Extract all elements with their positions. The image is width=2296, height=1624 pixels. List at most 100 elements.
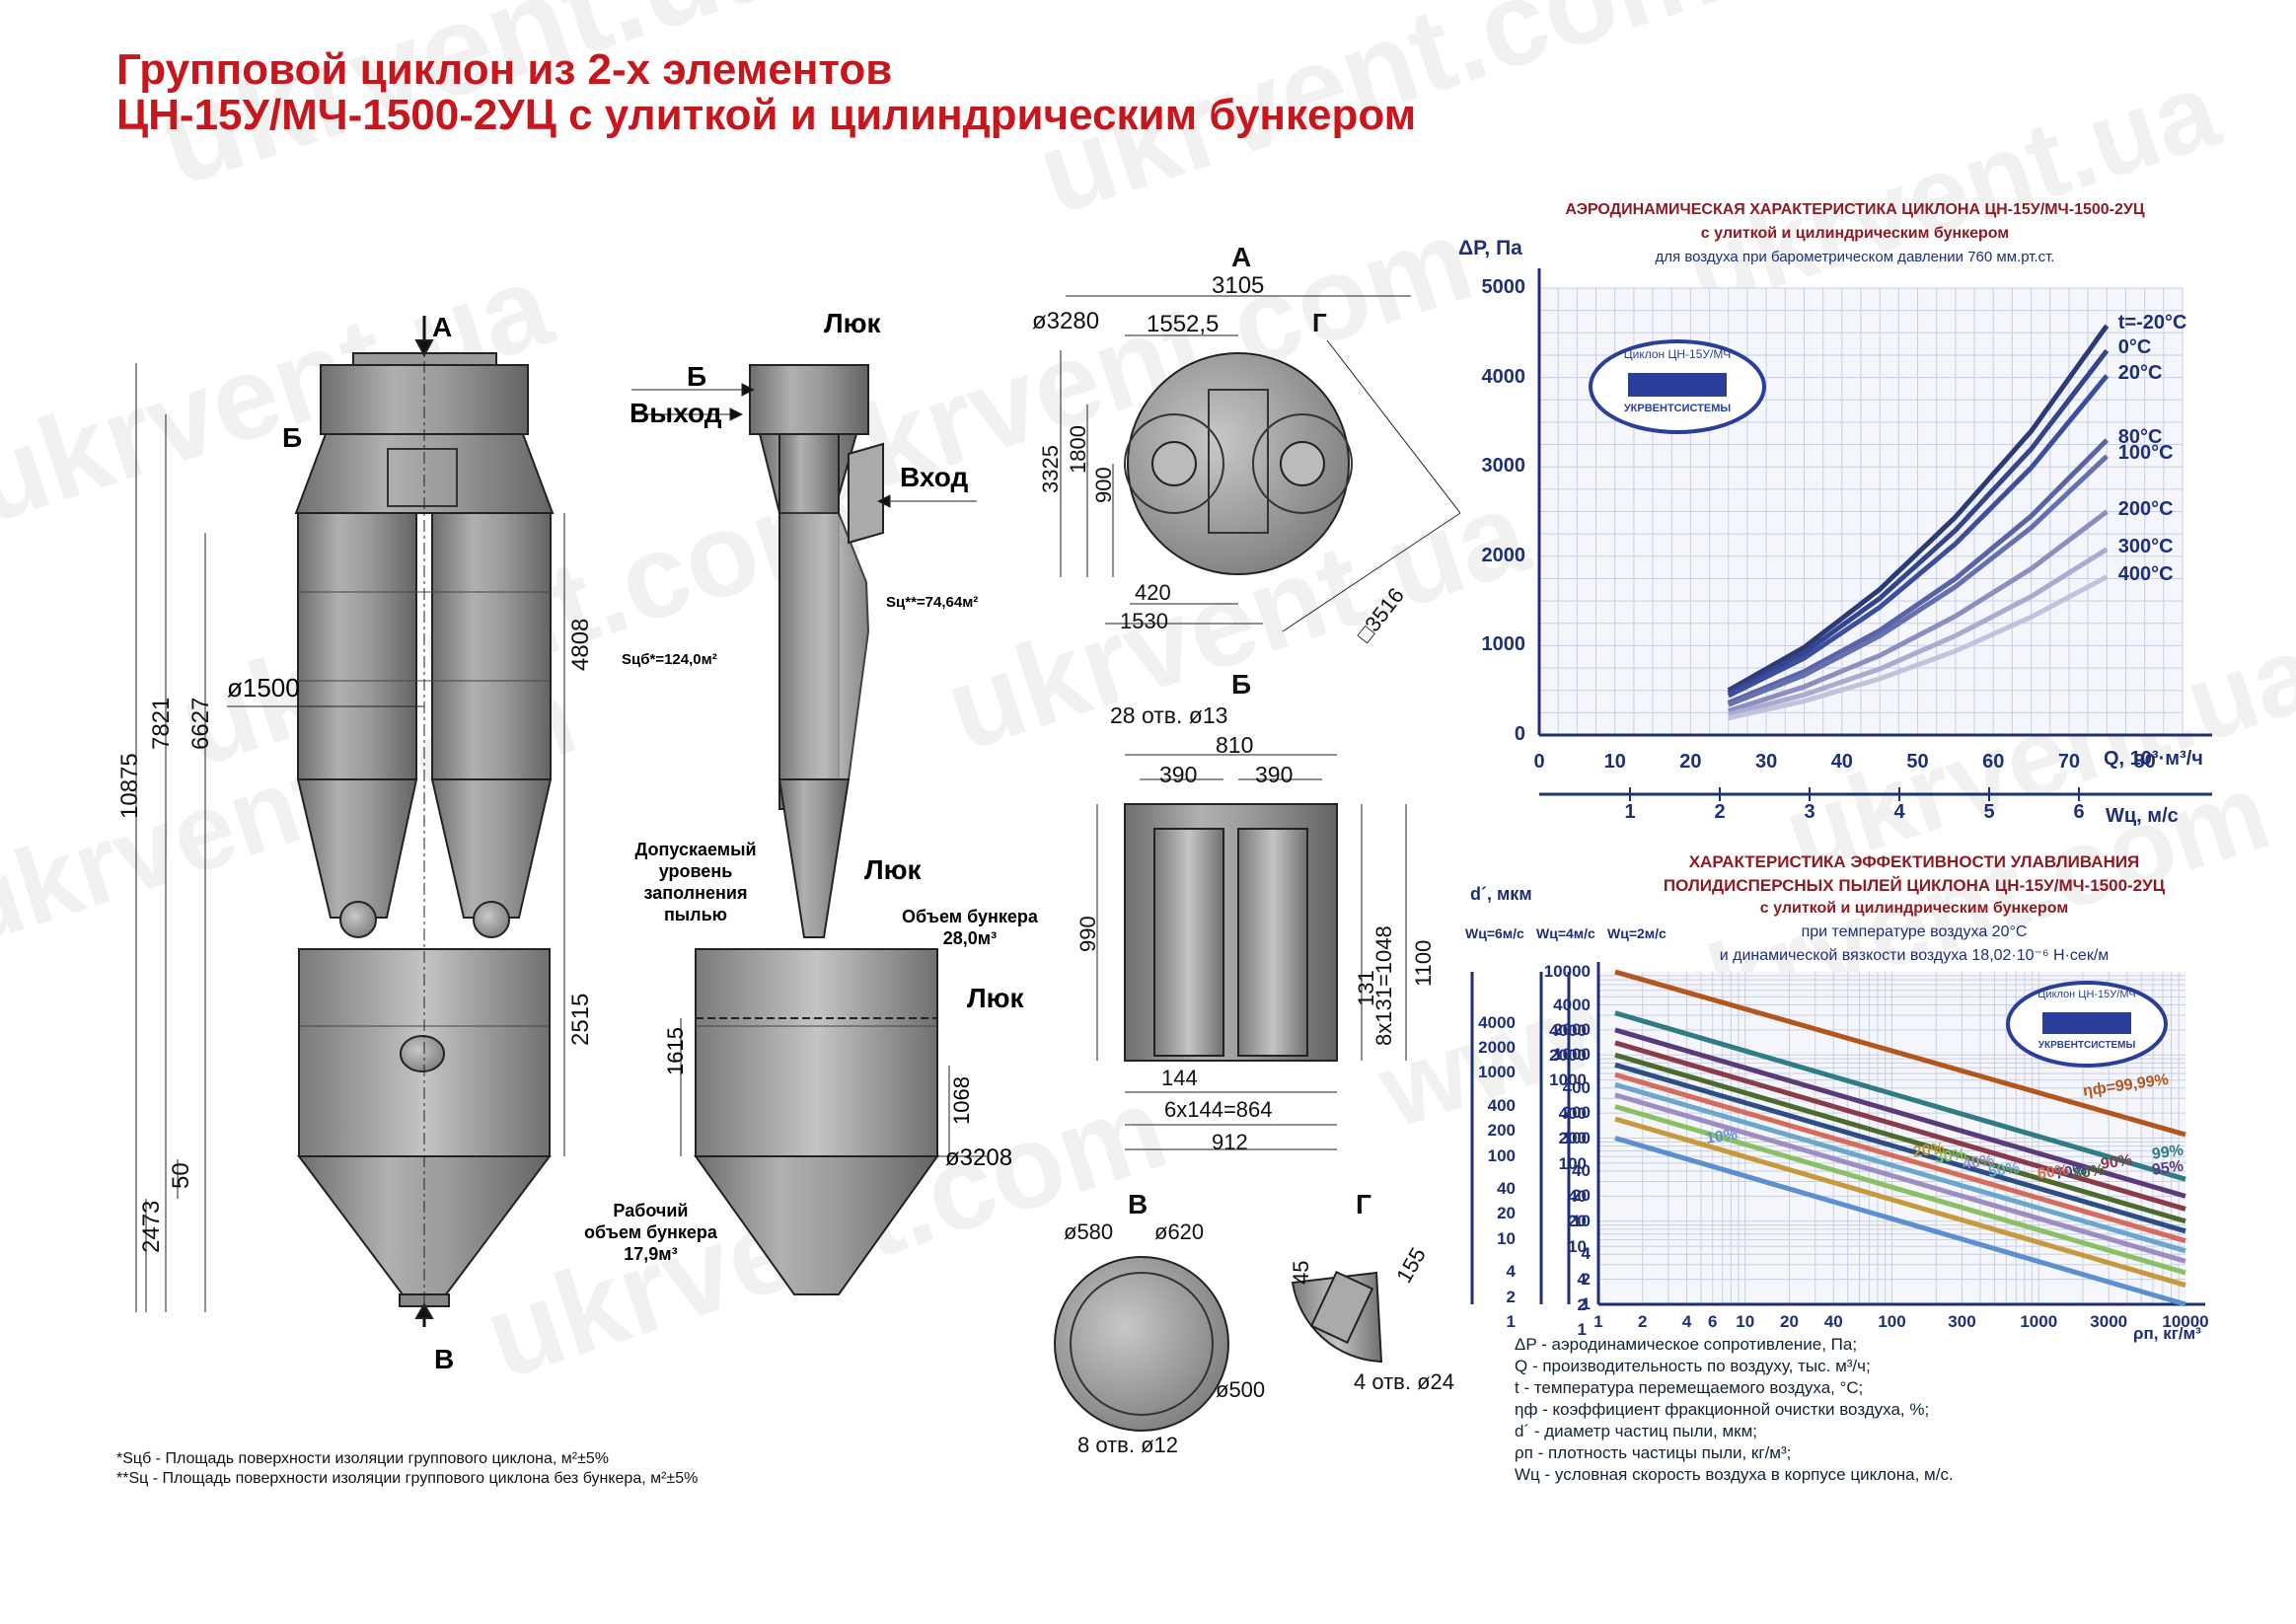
view-a-dim: 420: [1135, 580, 1171, 605]
side-dimension-lines: [631, 383, 987, 1157]
front-label-v: В: [434, 1344, 455, 1374]
side-snail-box: [749, 364, 869, 435]
view-b-dims: [1096, 754, 1407, 1150]
eff-x-tick: 300: [1948, 1312, 1976, 1331]
eff-y-tick-a: 20: [1497, 1204, 1516, 1223]
eff-y-tick-b: 400: [1558, 1103, 1587, 1123]
front-dimension: 50: [168, 1162, 194, 1189]
eff-y-tick: 20: [1572, 1186, 1591, 1206]
aero-y-tick: 2000: [1481, 544, 1526, 566]
view-v-dim: 8 отв. ø12: [1077, 1433, 1178, 1457]
eff-x-tick: 40: [1823, 1312, 1843, 1331]
aero-x-tick: 20: [1679, 751, 1702, 773]
view-b-dim: 990: [1075, 916, 1100, 952]
eff-y-tick: 10: [1572, 1211, 1591, 1230]
view-a: [1124, 352, 1353, 575]
view-v-title: В: [1128, 1189, 1148, 1219]
footnote-2: **Sц - Площадь поверхности изоляции груп…: [116, 1470, 699, 1487]
eff-y-tick: 1000: [1553, 1045, 1591, 1065]
legend-line: ηф - коэффициент фракционной очистки воз…: [1515, 1400, 1930, 1419]
front-bunker-hatch: [400, 1035, 445, 1072]
view-a-dim: 1800: [1066, 425, 1090, 474]
eff-x-tick: 1000: [2020, 1312, 2058, 1331]
eff-y-label: d´, мкм: [1470, 884, 1532, 904]
eff-y-tick-b: 1000: [1549, 1070, 1587, 1090]
aero-x-label: Q, 10³·м³/ч: [2104, 748, 2203, 770]
front-transition: [294, 433, 555, 514]
aero-x-tick: 70: [2057, 751, 2081, 773]
view-a-dim: 1530: [1120, 609, 1168, 633]
front-diameter: ø1500: [227, 673, 300, 702]
side-dim-3208: ø3208: [945, 1144, 1013, 1171]
eff-series-line: [1614, 1052, 2186, 1224]
eff-y-tick: 2: [1581, 1269, 1591, 1289]
front-dimension: 4808: [567, 618, 594, 671]
view-v-dim: ø580: [1064, 1219, 1114, 1244]
front-hatch-left: [339, 901, 377, 938]
eff-y-tick: 400: [1562, 1077, 1591, 1097]
view-b-dim: 131: [1354, 970, 1378, 1006]
front-label-a: А: [432, 312, 453, 342]
aero-series-label: 80°C: [2117, 426, 2163, 449]
front-cone-left: [296, 778, 418, 919]
eff-title2: ПОЛИДИСПЕРСНЫХ ПЫЛЕЙ ЦИКЛОНА ЦН-15У/МЧ-1…: [1663, 876, 2166, 895]
legend-line: Wц - условная скорость воздуха в корпусе…: [1515, 1465, 1954, 1484]
aero-x-tick: 60: [1982, 751, 2005, 773]
front-cylinder-right: [431, 512, 552, 780]
view-g-dim: 45: [1289, 1260, 1313, 1285]
eff-series-line: [1614, 1104, 2186, 1276]
eff-y-tick: 100: [1562, 1128, 1591, 1147]
side-s-cb: Sцб*=124,0м²: [622, 651, 717, 668]
logo-body: [2042, 1012, 2131, 1034]
eff-y-tick: 2000: [1553, 1019, 1591, 1039]
aero-x2-label: Wц, м/с: [2106, 805, 2179, 827]
eff-series-line: [1614, 1062, 2186, 1234]
front-dimension-lines: [135, 363, 565, 1312]
view-a-dim: 1552,5: [1147, 311, 1220, 337]
view-g: [1291, 1271, 1383, 1364]
eff-x-tick: 4: [1681, 1312, 1692, 1331]
legend-line: d´ - диаметр частиц пыли, мкм;: [1515, 1422, 1758, 1440]
aero-subtitle2: для воздуха при барометрическом давлении…: [1655, 249, 2055, 265]
side-view: [694, 364, 939, 1295]
view-v: [1054, 1256, 1229, 1432]
eff-y-tick-b: 20: [1568, 1212, 1587, 1231]
eff-y-tick-b: 4000: [1549, 1020, 1587, 1040]
side-inlet: [848, 442, 884, 545]
front-view: [294, 316, 555, 1327]
legend-line: ρп - плотность частицы пыли, кг/м³;: [1515, 1443, 1792, 1462]
view-g-dim: 4 отв. ø24: [1354, 1369, 1454, 1394]
front-dimension: 10875: [116, 753, 143, 819]
side-hatch-mid: Люк: [864, 854, 922, 885]
eff-y-tick: 1: [1581, 1294, 1591, 1313]
aero-series-line: [1728, 547, 2109, 717]
eff-x-tick: 3000: [2090, 1312, 2128, 1331]
aero-y-tick: 4000: [1481, 365, 1526, 388]
aero-y-tick: 0: [1514, 723, 1525, 745]
aero-chart: [1537, 268, 2212, 801]
view-b-dim: 144: [1161, 1066, 1198, 1090]
view-b: [1124, 803, 1338, 1062]
side-dim-1068: 1068: [949, 1076, 974, 1125]
aero-x2-tick: 5: [1983, 801, 1995, 823]
side-hatch-low: Люк: [967, 983, 1024, 1013]
eff-y-tick-a: 10: [1497, 1228, 1516, 1248]
eff-y-tick-a: 1000: [1478, 1063, 1516, 1082]
eff-series-line: [1614, 1027, 2186, 1199]
eff-y-tick: 10000: [1543, 962, 1591, 981]
eff-x-tick: 2: [1638, 1312, 1648, 1331]
view-a-dims: [1060, 295, 1461, 632]
logo-text: Циклон ЦН-15У/МЧ: [1623, 347, 1732, 361]
aero-x2-tick: 2: [1714, 801, 1726, 823]
aero-y-tick: 5000: [1481, 276, 1526, 298]
front-cone-right: [430, 778, 553, 919]
aero-x-tick: 30: [1754, 751, 1778, 773]
front-b-frame: [387, 448, 458, 507]
eff-subtitle3: и динамической вязкости воздуха 18,02·10…: [1719, 947, 2110, 964]
aero-x2-tick: 4: [1893, 801, 1905, 823]
view-b-title: Б: [1231, 669, 1252, 700]
view-b-dim: 6x144=864: [1164, 1097, 1273, 1122]
side-outlet: Выход: [630, 398, 722, 428]
